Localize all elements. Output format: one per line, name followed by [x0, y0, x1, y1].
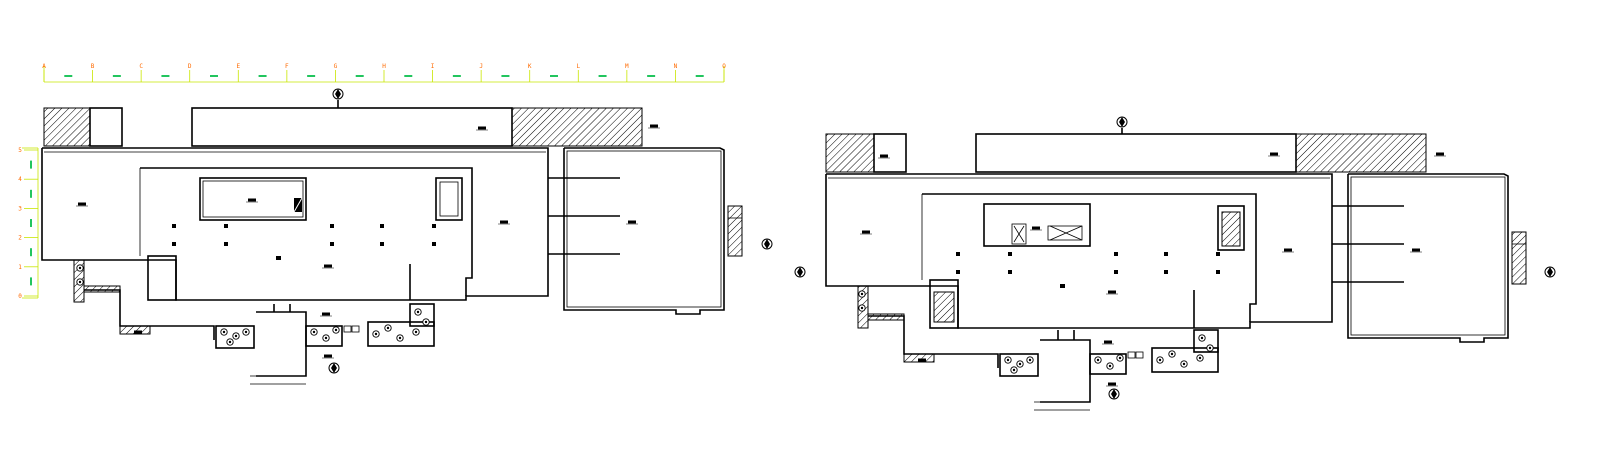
grid-labels-top: A B C D E F G H I J K L M N O	[42, 63, 726, 82]
grid-label: L	[576, 63, 580, 70]
section-marker-icon	[794, 266, 806, 278]
grid-label: D	[188, 63, 192, 70]
grid-label: 0	[18, 293, 22, 300]
grid-label: O	[722, 63, 726, 70]
grid-labels-left: 5 4 3 2 1 0	[18, 147, 38, 300]
grid-label: C	[139, 63, 143, 70]
grid-label: 5	[18, 147, 22, 154]
section-marker-icon	[761, 238, 773, 250]
grid-label: K	[528, 63, 532, 70]
section-marker-icon	[1544, 266, 1556, 278]
plan-left	[41, 88, 773, 385]
grid-label: M	[625, 63, 629, 70]
grid-label: A	[42, 63, 46, 70]
grid-label: 4	[18, 176, 22, 183]
grid-label: E	[236, 63, 240, 70]
grid-label: F	[285, 63, 289, 70]
stair-hatch	[727, 205, 743, 257]
grid-label: J	[479, 63, 483, 70]
hatched-wall	[511, 107, 643, 147]
hatched-wall	[43, 107, 91, 147]
grid-label: N	[674, 63, 678, 70]
section-marker-icon	[328, 362, 340, 374]
grid-axis-left	[22, 147, 39, 299]
grid-label: G	[334, 63, 338, 70]
grid-label: H	[382, 63, 386, 70]
grid-label: I	[431, 63, 435, 70]
grid-label: 3	[18, 205, 22, 212]
grid-label: 1	[18, 264, 22, 271]
grid-label: B	[91, 63, 95, 70]
plan-right	[794, 116, 1556, 411]
north-arrow-icon	[332, 88, 344, 100]
grid-label: 2	[18, 235, 22, 242]
north-arrow-icon	[1116, 116, 1128, 128]
section-marker-icon	[1108, 388, 1120, 400]
